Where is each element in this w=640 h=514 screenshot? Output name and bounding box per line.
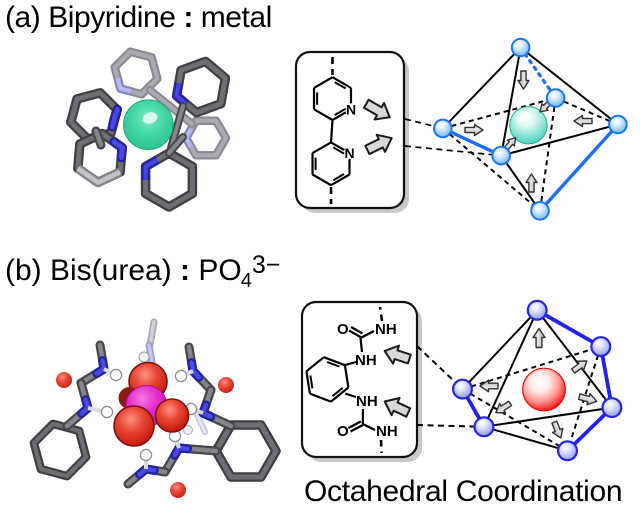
svg-text:NH: NH [356, 393, 378, 410]
svg-text:O: O [337, 321, 349, 338]
svg-text:N: N [346, 101, 356, 117]
svg-text:N: N [344, 145, 354, 161]
svg-text:NH: NH [355, 352, 377, 369]
svg-text:NH: NH [375, 321, 397, 338]
svg-text:NH: NH [376, 423, 398, 440]
svg-text:O: O [337, 423, 349, 440]
